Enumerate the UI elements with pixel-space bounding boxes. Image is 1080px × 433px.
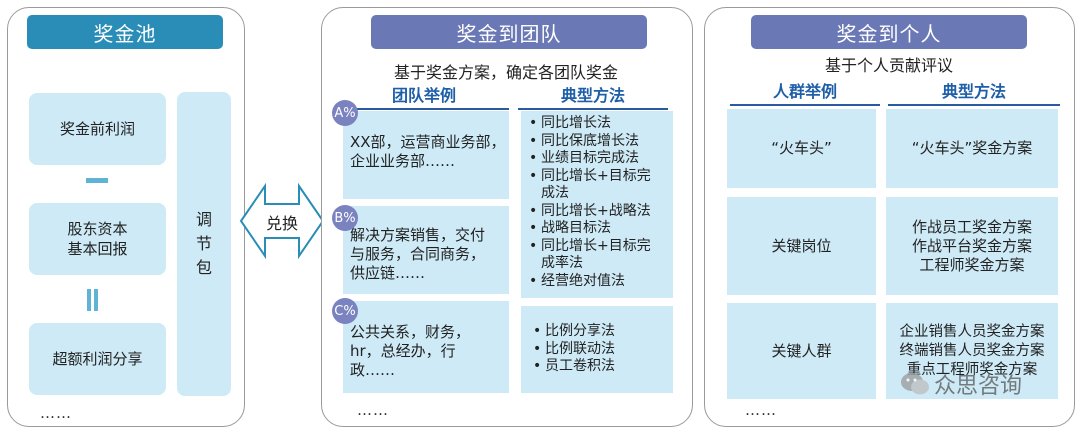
team-subtitle: 基于奖金方案，确定各团队奖金: [393, 63, 618, 82]
individual-row-3-method-label: 企业销售人员奖金方案终端销售人员奖金方案重点工程师奖金方案: [899, 323, 1045, 378]
team-badge-b: B%: [332, 205, 358, 231]
individual-row-2-method: 作战员工奖金方案作战平台奖金方案工程师奖金方案: [886, 197, 1058, 295]
minus-sign: [86, 178, 108, 183]
team-bonus-title: 奖金到团队: [371, 15, 647, 49]
team-row-a: XX部，运营商业务部，企业业务部……: [343, 111, 509, 199]
method-item-3: 同比增长+目标完成法: [527, 168, 651, 203]
team-methods-bottom-list: 比例分享法比例联动法员工卷积法: [531, 323, 615, 376]
pool-item-capital-return: 股东资本基本回报: [29, 203, 166, 275]
pool-item-profit: 奖金前利润: [29, 93, 166, 165]
team-row-a-example: XX部，运营商业务部，企业业务部……: [350, 133, 506, 170]
individual-col-method-header: 典型方法: [888, 78, 1060, 106]
individual-row-1-method: “火车头”奖金方案: [886, 109, 1058, 188]
individual-row-2-method-label: 作战员工奖金方案作战平台奖金方案工程师奖金方案: [911, 217, 1032, 274]
team-badge-c: C%: [332, 298, 358, 324]
individual-row-2-group: 关键岗位: [727, 197, 876, 295]
method-item-7: 经营绝对值法: [527, 273, 651, 291]
individual-subtitle: 基于个人贡献评议: [824, 56, 953, 75]
individual-row-2-group-label: 关键岗位: [771, 236, 832, 255]
individual-bonus-title: 奖金到个人: [751, 15, 1027, 49]
pool-item-profit-label: 奖金前利润: [59, 120, 135, 138]
method-item-bottom-2: 员工卷积法: [531, 358, 615, 376]
adjust-package: 调节包: [177, 92, 231, 396]
individual-row-1-group: “火车头”: [727, 109, 876, 188]
team-col-method-header: 典型方法: [518, 82, 668, 110]
team-methods-top: 同比增长法同比保底增长法业绩目标完成法同比增长+目标完成法同比增长+战略法战略目…: [521, 111, 673, 298]
individual-row-3-group-label: 关键人群: [771, 341, 832, 360]
team-row-c-example: 公共关系，财务，hr，总经办，行政……: [350, 323, 471, 379]
pool-item-excess-profit-label: 超额利润分享: [52, 350, 143, 368]
individual-row-1-group-label: “火车头”: [771, 139, 832, 157]
method-item-bottom-1: 比例联动法: [531, 341, 615, 359]
team-methods-bottom: 比例分享法比例联动法员工卷积法: [521, 306, 673, 393]
individual-ellipsis: ……: [745, 401, 777, 419]
method-item-4: 同比增长+战略法: [527, 203, 651, 221]
method-item-bottom-0: 比例分享法: [531, 323, 615, 341]
equals-bar-right: [94, 289, 98, 311]
method-item-1: 同比保底增长法: [527, 133, 651, 151]
method-item-5: 战略目标法: [527, 220, 651, 238]
watermark-text: 众思咨询: [934, 374, 1023, 399]
team-row-c: 公共关系，财务，hr，总经办，行政……: [343, 301, 509, 393]
pool-item-capital-return-label: 股东资本基本回报: [67, 220, 128, 258]
individual-col-example-header: 人群举例: [730, 78, 880, 106]
team-col-example-header: 团队举例: [339, 82, 509, 110]
adjust-package-label: 调节包: [195, 210, 212, 277]
exchange-label: 兑换: [265, 214, 298, 233]
pool-item-excess-profit: 超额利润分享: [29, 323, 166, 395]
team-row-b: 解决方案销售，交付与服务，合同商务，供应链……: [343, 206, 509, 294]
method-item-2: 业绩目标完成法: [527, 150, 651, 168]
bonus-pool-title: 奖金池: [27, 15, 223, 49]
pool-ellipsis: ……: [40, 404, 72, 422]
method-item-0: 同比增长法: [527, 115, 651, 133]
individual-row-1-method-label: “火车头”奖金方案: [911, 139, 1033, 157]
team-ellipsis: ……: [357, 401, 389, 419]
team-badge-a: A%: [332, 100, 358, 126]
watermark: 众思咨询: [900, 368, 1022, 400]
team-methods-top-list: 同比增长法同比保底增长法业绩目标完成法同比增长+目标完成法同比增长+战略法战略目…: [527, 115, 651, 290]
individual-row-3-group: 关键人群: [727, 303, 876, 399]
team-row-b-example: 解决方案销售，交付与服务，合同商务，供应链……: [350, 226, 486, 282]
wechat-icon: [901, 373, 929, 395]
equals-bar-left: [87, 289, 91, 311]
